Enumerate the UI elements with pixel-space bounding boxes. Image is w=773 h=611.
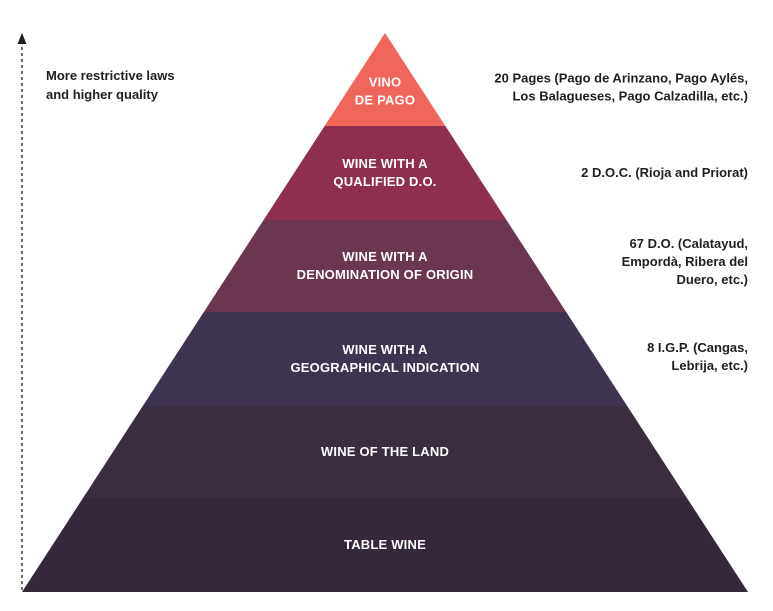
pyramid-layer-wine-of-the-land bbox=[83, 406, 687, 498]
arrow-up-icon bbox=[17, 33, 27, 44]
layer-label-vino-de-pago-line-1: VINO bbox=[369, 75, 402, 90]
layer-label-qualified-do-line-1: WINE WITH A bbox=[342, 156, 428, 171]
note-denomination-of-origin-line-3: Duero, etc.) bbox=[676, 272, 748, 287]
quality-axis-label-line-1: More restrictive laws bbox=[46, 68, 175, 83]
pyramid-layer-vino-de-pago bbox=[324, 33, 446, 126]
pyramid-layer-qualified-do bbox=[263, 126, 507, 220]
layer-label-geographical-indication-line-2: GEOGRAPHICAL INDICATION bbox=[290, 360, 479, 375]
note-geographical-indication-line-1: 8 I.G.P. (Cangas, bbox=[647, 340, 748, 355]
note-vino-de-pago-line-1: 20 Pages (Pago de Arinzano, Pago Aylés, bbox=[494, 71, 748, 86]
layer-label-qualified-do-line-2: QUALIFIED D.O. bbox=[333, 174, 436, 189]
pyramid-layer-geographical-indication bbox=[142, 312, 628, 406]
note-denomination-of-origin-line-2: Empordà, Ribera del bbox=[622, 254, 748, 269]
note-denomination-of-origin-line-1: 67 D.O. (Calatayud, bbox=[630, 236, 748, 251]
layer-notes: 20 Pages (Pago de Arinzano, Pago Aylés, L… bbox=[494, 71, 748, 374]
layer-label-wine-of-the-land-line-1: WINE OF THE LAND bbox=[321, 444, 449, 459]
quality-axis-label-line-2: and higher quality bbox=[46, 87, 159, 102]
layer-label-vino-de-pago-line-2: DE PAGO bbox=[355, 93, 415, 108]
pyramid-layer-labels: VINO DE PAGO WINE WITH A QUALIFIED D.O. WINE… bbox=[290, 75, 479, 553]
layer-label-denomination-of-origin-line-1: WINE WITH A bbox=[342, 249, 428, 264]
note-vino-de-pago-line-2: Los Balagueses, Pago Calzadilla, etc.) bbox=[512, 89, 748, 104]
layer-label-table-wine-line-1: TABLE WINE bbox=[344, 537, 426, 552]
pyramid-layers bbox=[22, 33, 748, 592]
pyramid-layer-denomination-of-origin bbox=[203, 220, 567, 312]
quality-axis: More restrictive laws and higher quality bbox=[17, 33, 175, 590]
layer-label-denomination-of-origin-line-2: DENOMINATION OF ORIGIN bbox=[297, 267, 474, 282]
note-geographical-indication-line-2: Lebrija, etc.) bbox=[671, 358, 748, 373]
pyramid-layer-table-wine bbox=[22, 498, 748, 592]
note-qualified-do-line-1: 2 D.O.C. (Rioja and Priorat) bbox=[581, 165, 748, 180]
layer-label-geographical-indication-line-1: WINE WITH A bbox=[342, 342, 428, 357]
